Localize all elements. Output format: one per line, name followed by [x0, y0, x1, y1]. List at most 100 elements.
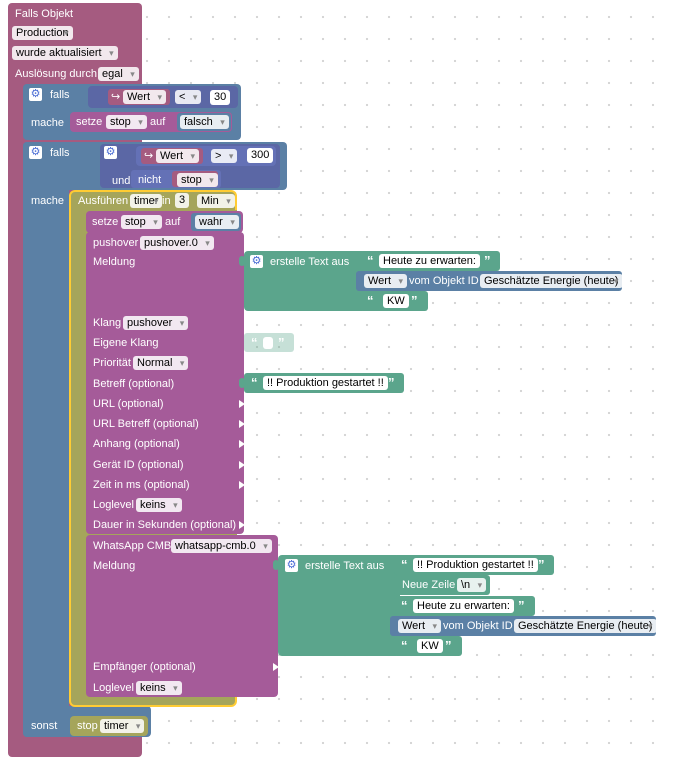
object-id-field[interactable]: Geschätzte Energie (heute): [480, 274, 623, 288]
wert-dropdown[interactable]: Wert: [156, 149, 200, 163]
event-title: Falls Objekt: [15, 8, 74, 20]
connector: [239, 378, 245, 388]
if-block-2-body[interactable]: [23, 142, 69, 737]
whatsapp-instance-dropdown[interactable]: whatsapp-cmb.0: [171, 539, 272, 553]
quote-open-icon: “: [251, 375, 258, 390]
setze-label: setze: [76, 116, 103, 128]
setze-label: setze: [92, 216, 119, 228]
timer-num[interactable]: 3: [175, 193, 190, 208]
loglevel-label: Loglevel: [93, 499, 134, 511]
wert-dropdown[interactable]: Wert: [398, 619, 442, 633]
socket-anhang: [239, 440, 245, 448]
quote-open-icon: “: [367, 253, 374, 268]
quote-close-icon: ”: [388, 375, 395, 390]
gear-icon[interactable]: ⚙: [285, 559, 298, 572]
connector: [273, 560, 279, 570]
op-dropdown[interactable]: >: [211, 149, 238, 163]
nicht-label: nicht: [138, 174, 162, 186]
text-heute[interactable]: Heute zu erwarten:: [413, 599, 514, 613]
quote-close-icon: ”: [518, 598, 525, 613]
gear-icon[interactable]: ⚙: [29, 88, 42, 101]
text-join-block-1[interactable]: [244, 251, 366, 311]
geraet-label: Gerät ID (optional): [93, 459, 184, 471]
gear-icon[interactable]: ⚙: [104, 146, 117, 159]
quote-close-icon: ”: [411, 293, 418, 308]
num-30[interactable]: 30: [210, 90, 231, 105]
join-label: erstelle Text aus: [270, 256, 350, 268]
eigene-klang-label: Eigene Klang: [93, 337, 159, 349]
prioritaet-label: Priorität: [93, 357, 131, 369]
vom-label: vom Objekt ID: [409, 275, 479, 287]
klang-label: Klang: [93, 317, 122, 329]
quote-close-icon: ”: [538, 557, 545, 572]
quote-open-icon: “: [367, 293, 374, 308]
sonst-label: sonst: [31, 720, 58, 732]
gear-icon[interactable]: ⚙: [250, 255, 263, 268]
falls-label: falls: [50, 89, 70, 101]
quote-open-icon: “: [401, 638, 408, 653]
empty-text-field[interactable]: [263, 337, 273, 349]
ausfuehren-label: Ausführen: [78, 195, 129, 207]
text-betreff[interactable]: !! Produktion gestartet !!: [263, 376, 388, 390]
pushover-instance-dropdown[interactable]: pushover.0: [140, 236, 214, 250]
text-join-block-2[interactable]: [278, 555, 400, 656]
op-dropdown[interactable]: <: [175, 90, 202, 104]
quote-open-icon: “: [251, 335, 258, 350]
gear-icon[interactable]: ⚙: [29, 146, 42, 159]
quote-close-icon: ”: [445, 638, 452, 653]
var-dropdown-2[interactable]: stop: [177, 173, 218, 187]
stop-timer-dropdown[interactable]: timer: [100, 719, 145, 733]
quote-open-icon: “: [401, 557, 408, 572]
klang-dropdown[interactable]: pushover: [123, 316, 189, 330]
pushover-block[interactable]: [86, 232, 244, 534]
num-300[interactable]: 300: [247, 148, 274, 163]
loglevel-label: Loglevel: [93, 682, 134, 694]
object-id-field[interactable]: Geschätzte Energie (heute): [514, 619, 657, 633]
socket-url: [239, 400, 245, 408]
pushover-label: pushover: [93, 237, 139, 249]
socket-dauer: [239, 521, 245, 529]
join-label: erstelle Text aus: [305, 560, 385, 572]
falls-label: falls: [50, 147, 70, 159]
unit-dropdown[interactable]: Min: [197, 194, 235, 208]
trigger-dropdown[interactable]: wurde aktualisiert: [12, 46, 118, 60]
quote-close-icon: ”: [484, 253, 491, 268]
mache-label: mache: [31, 117, 65, 129]
text-kw[interactable]: KW: [383, 294, 409, 308]
source-dropdown[interactable]: egal: [98, 67, 139, 81]
url-label: URL (optional): [93, 398, 164, 410]
object-field[interactable]: Production: [12, 26, 73, 40]
und-label: und: [112, 175, 131, 187]
wert-dropdown[interactable]: Wert: [123, 90, 167, 104]
var-dropdown-3[interactable]: stop: [121, 215, 162, 229]
socket-geraet: [239, 461, 245, 469]
meldung-label: Meldung: [93, 256, 136, 268]
dauer-label: Dauer in Sekunden (optional): [93, 519, 237, 531]
prioritaet-dropdown[interactable]: Normal: [133, 356, 189, 370]
in-label: in: [162, 195, 171, 207]
wert-dropdown[interactable]: Wert: [364, 274, 408, 288]
loglevel-dropdown[interactable]: keins: [136, 681, 182, 695]
text-kw[interactable]: KW: [417, 639, 443, 653]
auf-label: auf: [165, 216, 181, 228]
loglevel-dropdown[interactable]: keins: [136, 498, 182, 512]
text-produktion[interactable]: !! Produktion gestartet !!: [413, 558, 538, 572]
betreff-label: Betreff (optional): [93, 378, 175, 390]
var-dropdown-1[interactable]: stop: [106, 115, 147, 129]
source-label: Auslösung durch: [15, 68, 97, 80]
timer-name-field[interactable]: timer: [130, 194, 163, 208]
anhang-label: Anhang (optional): [93, 438, 180, 450]
url-betreff-label: URL Betreff (optional): [93, 418, 199, 430]
whatsapp-label: WhatsApp CMB: [93, 540, 172, 552]
mache-label: mache: [31, 195, 65, 207]
auf-label: auf: [150, 116, 166, 128]
newline-dropdown[interactable]: \n: [457, 578, 487, 592]
whatsapp-block[interactable]: [86, 535, 278, 697]
socket-empfaenger: [273, 663, 279, 671]
quote-close-icon: ”: [278, 335, 285, 350]
vom-label: vom Objekt ID: [443, 620, 513, 632]
bool-dropdown-1[interactable]: falsch: [180, 115, 229, 129]
neue-zeile-label: Neue Zeile: [402, 579, 456, 591]
text-heute[interactable]: Heute zu erwarten:: [379, 254, 480, 268]
bool-dropdown-2[interactable]: wahr: [195, 215, 239, 229]
